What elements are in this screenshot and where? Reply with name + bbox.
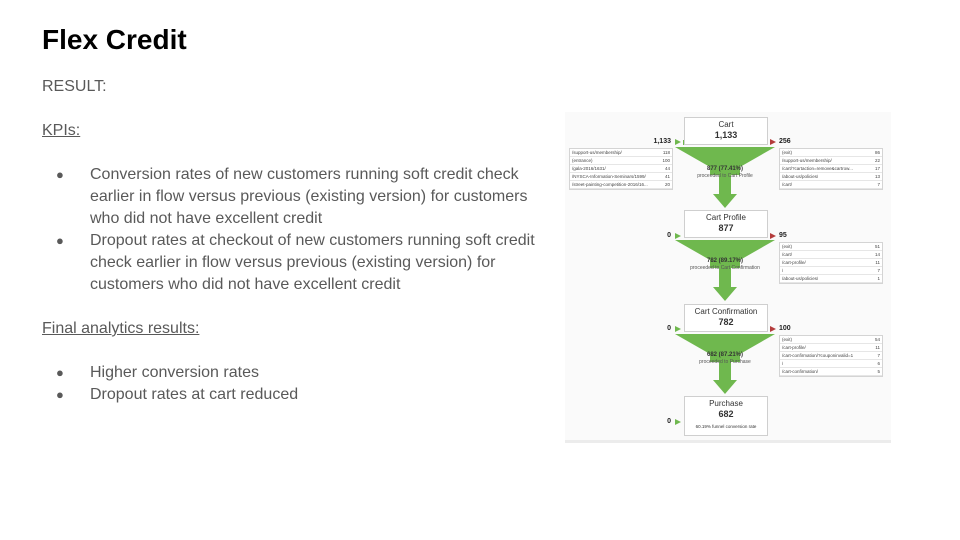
exit-table: (exit)54 /cart-profile/11 /cart-confirma… [779,335,883,377]
result-item: Higher conversion rates [42,362,542,384]
transition-pct: 877 (77.41%) [706,166,744,172]
stage-box-cart-confirmation: Cart Confirmation 782 [684,304,768,332]
entrance-arrow-icon [675,326,681,332]
exit-arrow-icon [770,139,776,145]
kpi-item: Dropout rates at checkout of new custome… [42,230,542,296]
transition-sub: proceeded to Cart Profile [697,173,753,179]
stage-count: 682 [718,409,734,419]
final-results-heading: Final analytics results: [42,320,200,337]
result-label: RESULT: [42,78,107,95]
stage-box-cart: Cart 1,133 [684,117,768,145]
stage-name: Purchase [709,399,743,408]
table-row: /support-us/membership/22 [780,158,882,165]
entrance-arrow-icon [675,233,681,239]
transition-sub: proceeded to Cart Confirmation [690,265,760,271]
results-list: Higher conversion rates Dropout rates at… [42,362,542,406]
table-row: /cart-confirmation/5 [780,369,882,376]
kpi-item: Conversion rates of new customers runnin… [42,164,542,230]
exit-table: (exit)51 /cart/14 /cart-profile/11 /7 /a… [779,242,883,284]
table-row: (exit)51 [780,244,882,251]
entrance-table: /support-us/membership/118 (entrance)100… [569,148,673,190]
exit-count: 256 [779,138,791,145]
kpis-heading: KPIs: [42,122,81,139]
stage-name: Cart Profile [705,213,746,222]
stage-name: Cart Confirmation [694,307,758,316]
slide-body: RESULT: KPIs: Conversion rates of new cu… [42,76,542,406]
funnel-shape [675,334,775,362]
entrance-arrow-icon [675,419,681,425]
table-row: (exit)86 [780,150,882,157]
funnel-visualization: Cart 1,133 Cart Profile 877 Cart Confirm… [565,112,891,443]
transition-pct: 782 (89.17%) [706,258,744,264]
exit-count: 100 [779,325,791,332]
table-row: /gala-2016/1631/44 [570,166,672,173]
stage-count: 782 [718,317,734,327]
funnel-arrow [713,175,737,208]
table-row: /street-painting-competition-2016/16...2… [570,182,672,189]
table-row: /about-us/policies/13 [780,174,882,181]
funnel-conversion-note: 60.19% funnel conversion rate [695,424,757,429]
transition-label: 682 (87.21%) proceeded to Purchase [670,352,780,366]
kpi-list: Conversion rates of new customers runnin… [42,164,542,296]
entrance-arrow-icon [675,139,681,145]
table-row: (entrance)100 [570,158,672,165]
table-row: /7 [780,268,882,275]
table-row: /cart/14 [780,252,882,259]
exit-arrow-icon [770,326,776,332]
transition-pct: 682 (87.21%) [706,352,744,358]
table-row: /6 [780,361,882,368]
entrance-count: 1,133 [653,138,671,145]
stage-count: 1,133 [714,130,738,140]
stage-box-cart-profile: Cart Profile 877 [684,210,768,238]
entrance-count: 0 [667,418,671,425]
stage-name: Cart [718,120,734,129]
table-row: /cart-profile/11 [780,260,882,267]
stage-count: 877 [718,223,734,233]
funnel-arrow [713,362,737,394]
transition-label: 877 (77.41%) proceeded to Cart Profile [670,166,780,180]
table-row: /NYSCA-Information-Seminars/1599/41 [570,174,672,181]
transition-sub: proceeded to Purchase [699,359,751,365]
funnel-shape [675,240,775,268]
entrance-count: 0 [667,325,671,332]
exit-arrow-icon [770,233,776,239]
transition-label: 782 (89.17%) proceeded to Cart Confirmat… [670,258,780,272]
slide-title: Flex Credit [42,24,187,55]
funnel-shape [675,147,775,175]
exit-count: 95 [779,232,787,239]
table-row: (exit)54 [780,337,882,344]
funnel-arrow [713,268,737,301]
table-row: /cart/?cartaction=remove&cartrow...17 [780,166,882,173]
table-row: /cart/7 [780,182,882,189]
result-item: Dropout rates at cart reduced [42,384,542,406]
table-row: /cart-profile/11 [780,345,882,352]
table-row: /about-us/policies/1 [780,276,882,283]
table-row: /support-us/membership/118 [570,150,672,157]
exit-table: (exit)86 /support-us/membership/22 /cart… [779,148,883,190]
stage-box-purchase: Purchase 682 60.19% funnel conversion ra… [684,396,768,436]
entrance-count: 0 [667,232,671,239]
